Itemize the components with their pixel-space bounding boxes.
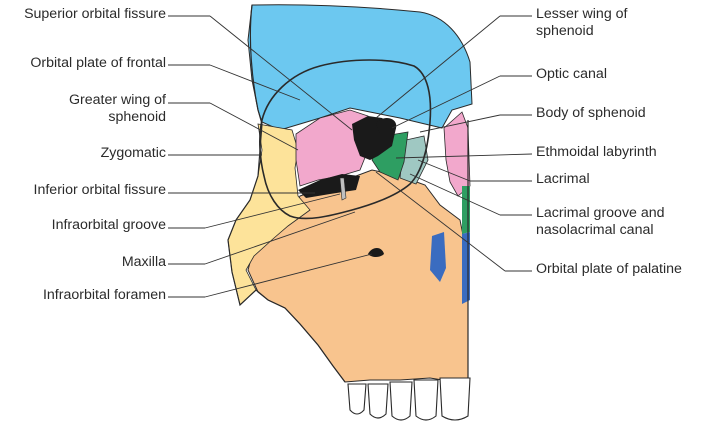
- tooth: [347, 383, 367, 415]
- leader-line: [209, 15, 353, 131]
- teeth: [347, 377, 471, 421]
- label-lacrimal: Lacrimal: [536, 171, 590, 187]
- leader-line: [417, 159, 471, 182]
- leader-line: [419, 114, 501, 133]
- label-maxilla: Maxilla: [121, 254, 166, 270]
- optic-canal: [376, 118, 397, 136]
- label-ethmoidal-labyrinth: Ethmoidal labyrinth: [536, 144, 657, 160]
- nasal-strip-pink: [443, 111, 471, 197]
- frontal-bone: [247, 4, 473, 131]
- leader-line: [391, 75, 501, 129]
- leader-line: [204, 253, 373, 298]
- leader-line: [209, 64, 301, 101]
- nasal-strip-green: [462, 186, 470, 234]
- leader-line: [204, 211, 356, 265]
- label-orbital-plate-of-frontal: Orbital plate of frontal: [30, 55, 166, 71]
- leader-lines: [168, 15, 533, 298]
- leader-line: [375, 15, 501, 119]
- infraorbital-foramen: [368, 248, 384, 257]
- label-superior-orbital-fissure: Superior orbital fissure: [24, 6, 166, 22]
- label-greater-wing-of-sphenoid: Greater wing of sphenoid: [69, 92, 166, 125]
- label-zygomatic: Zygomatic: [100, 145, 166, 161]
- tooth: [439, 377, 471, 421]
- orbit-rim: [259, 59, 432, 220]
- label-infraorbital-foramen: Infraorbital foramen: [42, 287, 166, 303]
- label-infraorbital-groove: Infraorbital groove: [51, 217, 166, 233]
- maxilla-bone: [247, 169, 469, 383]
- leader-line: [204, 193, 341, 229]
- label-lacrimal-groove-and-nasolacrimal-canal: Lacrimal groove and nasolacrimal canal: [536, 205, 665, 238]
- leader-line: [395, 153, 533, 159]
- leader-line: [409, 173, 501, 216]
- label-inferior-orbital-fissure: Inferior orbital fissure: [33, 182, 166, 198]
- label-optic-canal: Optic canal: [536, 66, 607, 82]
- label-lesser-wing-of-sphenoid: Lesser wing of sphenoid: [536, 6, 628, 39]
- skull-outline: [227, 4, 469, 383]
- label-body-of-sphenoid: Body of sphenoid: [536, 105, 646, 121]
- tooth: [389, 381, 413, 421]
- infraorbital-groove: [339, 177, 347, 201]
- nasal-concha-blue: [430, 232, 446, 282]
- tooth: [413, 379, 439, 421]
- tooth: [367, 383, 389, 419]
- label-orbital-plate-of-palatine: Orbital plate of palatine: [536, 261, 682, 277]
- leader-line: [209, 102, 299, 151]
- sphenoid-bone: [295, 109, 369, 187]
- leader-line: [375, 171, 506, 272]
